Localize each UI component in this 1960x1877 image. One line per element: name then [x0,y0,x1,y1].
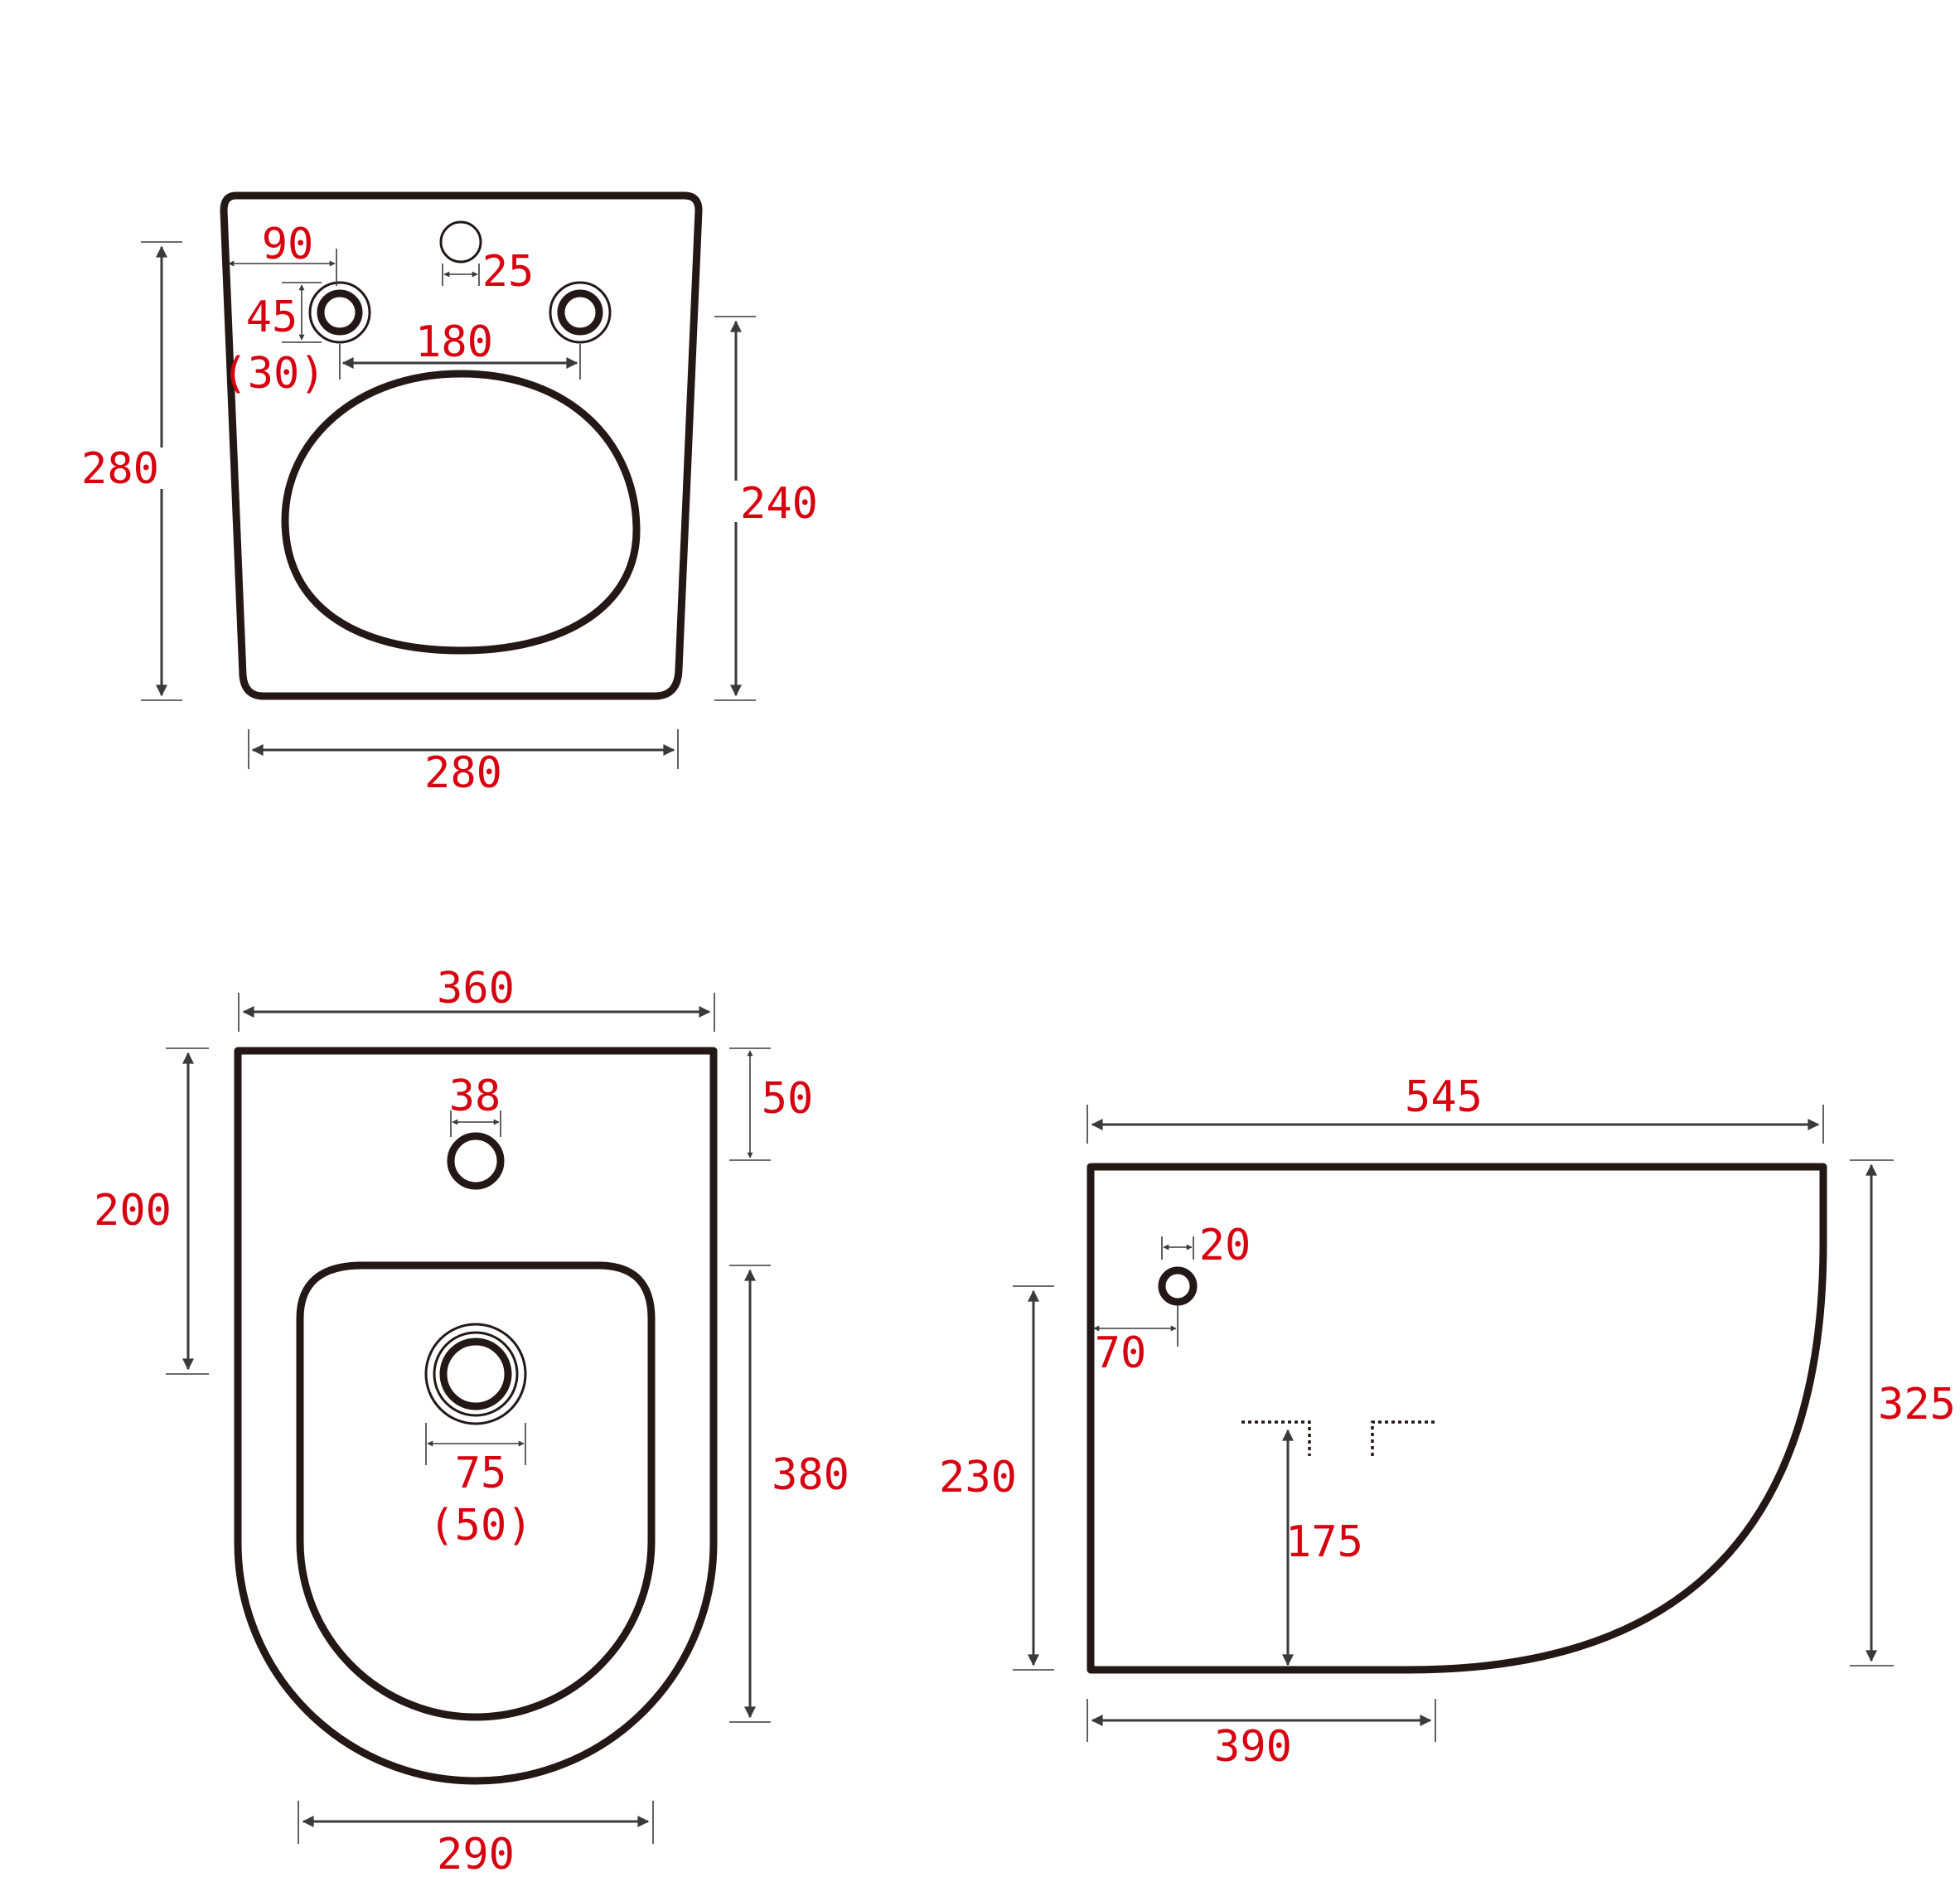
top-view-width-label: 280 [424,748,502,798]
top-view-hole-diameter-label: 45 [246,293,298,342]
front-view-upper-height-label: 200 [94,1186,172,1236]
side-view-hole-label: 20 [1199,1221,1251,1270]
front-view-drain-ring [433,1331,519,1417]
side-view-outline [1086,1163,1827,1674]
front-view-bottom-width-label: 290 [437,1830,515,1877]
side-view-hole [1158,1266,1198,1306]
top-view-tap-hole-right [557,289,603,336]
side-view-height-label: 325 [1878,1380,1956,1430]
top-view-left-height-label: 280 [81,444,159,494]
front-view-outline [234,1047,718,1785]
top-view-tap-hole-left [317,289,363,336]
top-view: 280 280 240 90 45 (30) 25 180 [81,191,818,798]
front-view-top-offset-label: 50 [762,1074,814,1124]
front-view-drain [439,1338,512,1410]
front-view-bowl-height-label: 380 [772,1450,849,1500]
top-view-right-height-label: 240 [740,479,818,529]
front-view-width-label: 360 [437,964,515,1013]
side-view-hole-offset-label: 70 [1095,1328,1147,1378]
top-view-hole-spacing-label: 180 [415,317,493,367]
top-view-outline [220,191,703,700]
side-view: 545 325 20 70 230 175 390 [936,1072,1958,1772]
front-view-drain-label: 75 [455,1449,507,1498]
side-view-outlet-right [1371,1420,1437,1456]
top-view-edge-to-hole-label: 90 [262,220,314,269]
top-view-bowl [281,370,641,655]
top-view-center-hole [439,220,482,264]
top-view-tap-hole-left-outer [308,281,371,344]
side-view-left-height-label: 230 [939,1453,1017,1502]
front-view-hole [447,1132,505,1190]
front-view-drain-inner-label: (50) [428,1501,532,1550]
top-view-tap-hole-right-outer [549,281,612,344]
top-view-center-hole-label: 25 [482,247,535,297]
side-view-outlet-height-label: 175 [1285,1517,1363,1567]
side-view-bottom-depth-label: 390 [1214,1722,1292,1772]
side-view-outlet-left [1241,1420,1311,1456]
front-view-bowl [296,1261,656,1721]
side-view-depth-label: 545 [1405,1072,1483,1122]
front-view-drain-outer [424,1323,527,1425]
front-view: 360 200 50 38 380 75 (50) 290 [91,961,854,1877]
front-view-hole-label: 38 [449,1072,501,1121]
top-view-hole-inner-label: (30) [221,349,325,399]
